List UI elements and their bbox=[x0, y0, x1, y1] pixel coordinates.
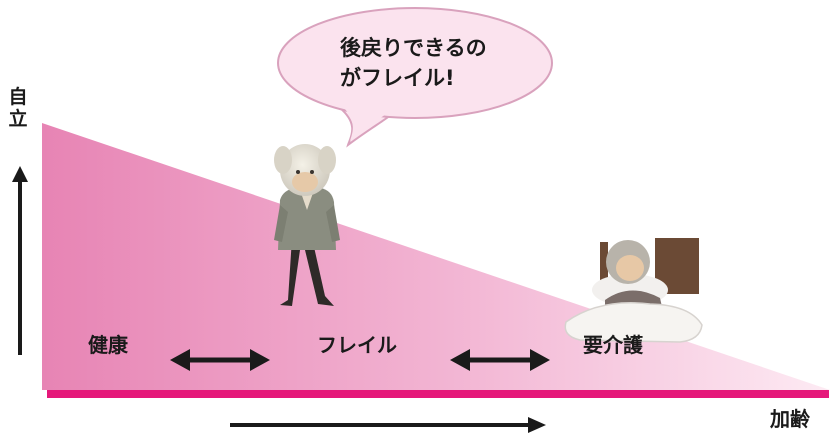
stage-label-frailty: フレイル bbox=[317, 333, 397, 357]
baseline-bar bbox=[47, 390, 829, 398]
x-axis-arrow bbox=[230, 417, 546, 433]
y-axis-arrow bbox=[12, 166, 28, 355]
y-axis-label-bottom: 立 bbox=[8, 107, 27, 130]
stage-label-care: 要介護 bbox=[583, 333, 644, 357]
bubble-text-line2: がフレイル! bbox=[340, 66, 455, 90]
speech-bubble bbox=[277, 7, 553, 148]
bubble-text-line1: 後戻りできるの bbox=[340, 36, 487, 60]
stage-label-healthy: 健康 bbox=[88, 333, 129, 357]
x-axis-label: 加齢 bbox=[769, 407, 811, 431]
y-axis-label-top: 自 bbox=[8, 85, 27, 108]
double-arrow-frailty-care bbox=[450, 349, 550, 371]
double-arrow-healthy-frailty bbox=[170, 349, 270, 371]
independence-slope bbox=[42, 123, 830, 390]
bedridden-elderly-icon bbox=[564, 238, 703, 343]
elderly-man-walking-icon bbox=[274, 144, 340, 306]
